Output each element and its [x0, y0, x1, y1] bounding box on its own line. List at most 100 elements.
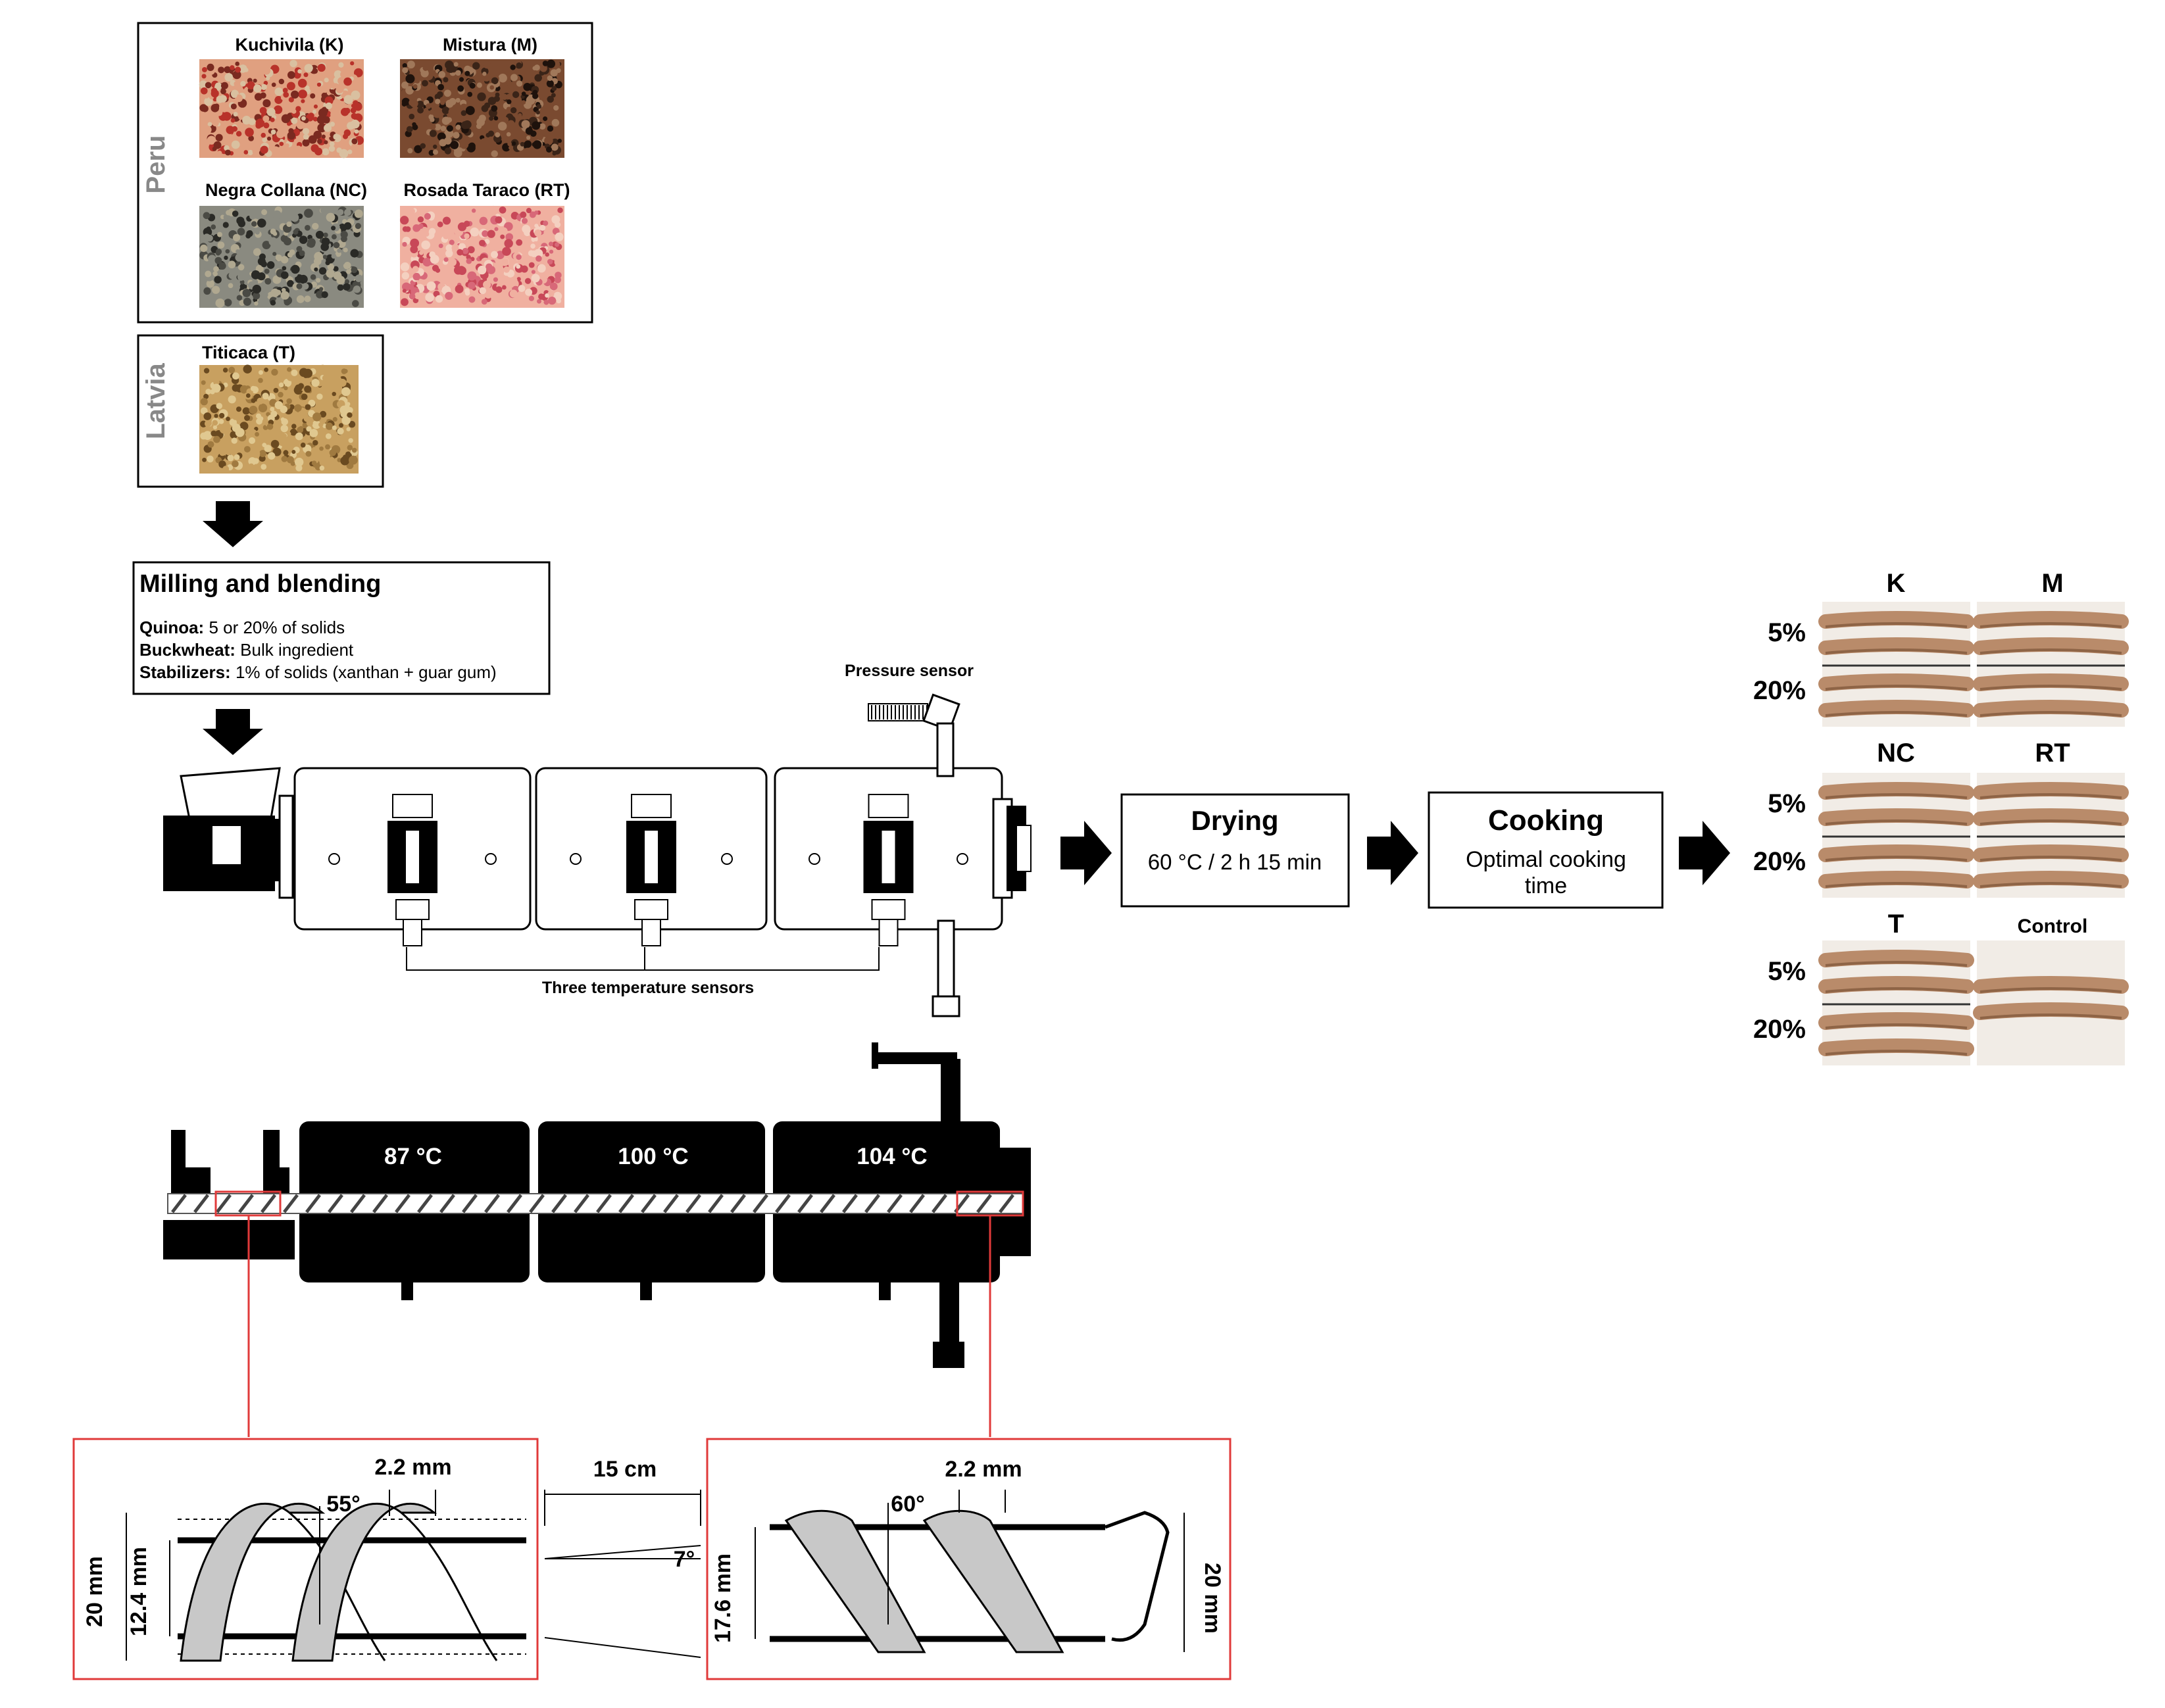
grain-seed: [535, 110, 540, 115]
cooking-detail-line1: Optimal cooking: [1466, 847, 1626, 872]
grain-seed: [554, 120, 559, 125]
grain-seed: [525, 288, 533, 296]
right-pitch-label: 2.2 mm: [945, 1457, 1022, 1482]
grain-seed: [305, 404, 311, 410]
grain-seed: [331, 253, 337, 259]
grain-seed: [276, 147, 282, 153]
grain-seed: [343, 222, 352, 230]
screw-detail-middle: 15 cm 7°: [544, 1457, 701, 1658]
grain-seed: [520, 211, 527, 218]
grain-seed: [469, 82, 476, 89]
grain-seed: [409, 99, 415, 106]
grain-seed: [237, 228, 245, 235]
grain-seed: [207, 455, 214, 463]
pasta-strand-shadow: [1825, 882, 1968, 888]
grain-seed: [495, 286, 503, 293]
grain-seed: [406, 126, 413, 133]
grain-seed: [345, 254, 349, 258]
grain-seed: [351, 266, 358, 274]
grain-photo-mistura: [400, 59, 564, 158]
screw-flight: [775, 1194, 791, 1213]
grain-seed: [199, 104, 207, 112]
pasta-strand: [1818, 611, 1974, 629]
grain-seed: [216, 403, 222, 409]
pasta-header-rt: RT: [2035, 739, 2070, 768]
grain-seed: [528, 250, 535, 256]
grain-seed: [212, 146, 217, 151]
grain-seed: [257, 218, 266, 228]
grain-seed: [333, 134, 339, 140]
pasta-strand: [1973, 673, 2129, 691]
grain-seed: [338, 299, 345, 306]
arrow-down-1: [203, 501, 263, 547]
grain-seed: [344, 107, 351, 114]
grain-seed: [497, 122, 507, 131]
grain-seed: [460, 121, 470, 130]
temperature-sensors-label: Three temperature sensors: [542, 979, 754, 997]
grain-seed: [207, 63, 214, 71]
grain-seed: [459, 77, 464, 82]
grain-seed: [235, 427, 245, 437]
grain-seed: [443, 77, 449, 83]
grain-seed: [222, 112, 232, 121]
bolt: [957, 853, 968, 865]
grain-seed: [282, 87, 288, 93]
grain-seed: [311, 379, 320, 387]
drying-title: Drying: [1191, 805, 1278, 836]
screw-flight: [753, 1194, 768, 1213]
left-angle-label: 55°: [326, 1492, 360, 1517]
grain-seed: [536, 134, 543, 141]
grain-seed: [218, 262, 226, 270]
grain-seed: [339, 405, 349, 415]
grain-seed: [526, 207, 532, 214]
grain-seed: [351, 447, 357, 453]
grain-seed: [355, 222, 361, 230]
grain-seed: [299, 368, 309, 378]
grain-seed: [200, 407, 208, 415]
grain-seed: [347, 149, 353, 155]
grain-seed: [547, 125, 554, 132]
grain-seed: [510, 74, 518, 82]
grain-seed: [280, 271, 289, 280]
grain-seed: [204, 97, 213, 106]
grain-seed: [528, 262, 535, 268]
grain-seed: [337, 248, 342, 253]
grain-seed: [466, 255, 471, 260]
sensor-head: [631, 794, 672, 818]
grain-seed: [412, 84, 418, 89]
grain-seed: [467, 271, 477, 281]
screw-flight: [663, 1194, 679, 1213]
grain-seed: [211, 224, 216, 230]
grain-seed: [203, 431, 212, 441]
grain-seed: [217, 241, 225, 249]
grain-seed: [255, 431, 260, 437]
grain-seed: [428, 122, 436, 130]
grain-seed: [327, 291, 335, 299]
grain-seed: [547, 271, 553, 277]
grain-seed: [557, 207, 563, 214]
grain-seed: [309, 378, 313, 382]
grain-seed: [483, 280, 491, 289]
grain-seed: [201, 66, 207, 72]
grain-seed: [551, 215, 560, 224]
grain-seed: [440, 126, 447, 132]
grain-seed: [351, 403, 357, 409]
grain-seed: [249, 405, 258, 414]
grain-seed: [476, 218, 480, 224]
grain-seed: [331, 226, 336, 231]
grain-seed: [222, 391, 226, 396]
grain-seed: [460, 140, 469, 149]
grain-seed: [203, 126, 212, 134]
grain-seed: [297, 69, 302, 74]
grain-seed: [261, 84, 267, 91]
pasta-strand-shadow: [1979, 819, 2122, 825]
screw-flight: [283, 1194, 299, 1213]
grain-seed: [507, 99, 512, 105]
grain-seed: [218, 66, 225, 74]
extruder-cross-section: 87 °C 100 °C 104 °C: [163, 1042, 1031, 1437]
grain-seed: [495, 216, 503, 224]
grain-seed: [230, 118, 236, 123]
grain-seed: [308, 112, 314, 119]
pasta-strand: [1973, 637, 2129, 655]
grain-seed: [308, 135, 317, 144]
